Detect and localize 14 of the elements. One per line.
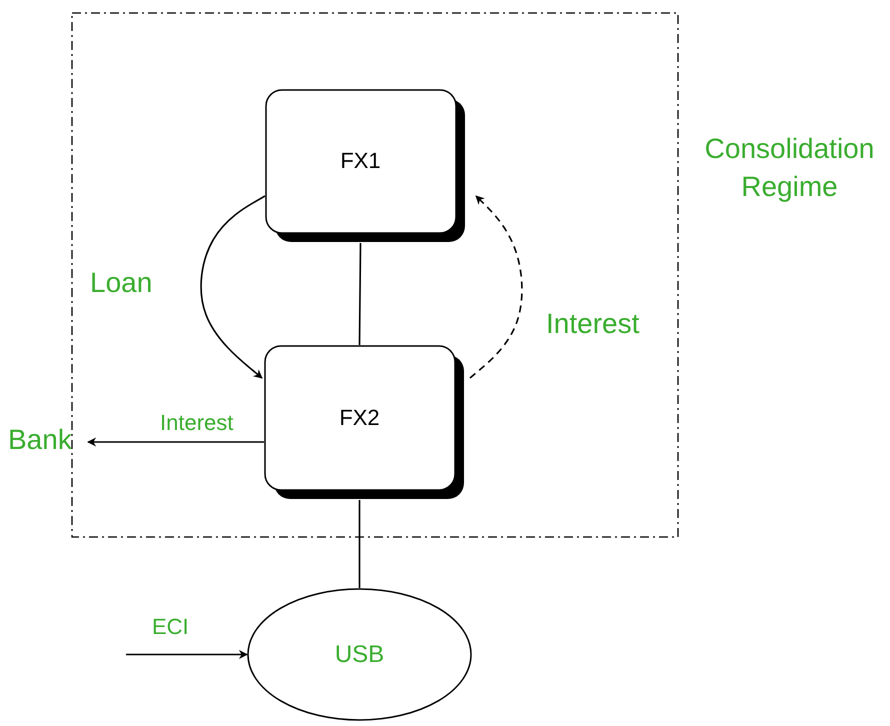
- region-title: Consolidation Regime: [704, 132, 876, 204]
- arrow: [87, 438, 264, 446]
- connector-line: [358, 243, 362, 345]
- box-label: FX2: [338, 404, 381, 430]
- arrow: [200, 195, 266, 379]
- node-label: USB: [334, 640, 386, 668]
- process-box: [264, 345, 465, 500]
- box-label: FX1: [339, 148, 382, 174]
- ellipse-node: [247, 588, 472, 721]
- connector-line: [358, 500, 360, 588]
- node-label: Bank: [8, 424, 72, 456]
- process-box: [265, 89, 466, 243]
- arrow: [126, 650, 248, 659]
- arrow: [469, 195, 523, 379]
